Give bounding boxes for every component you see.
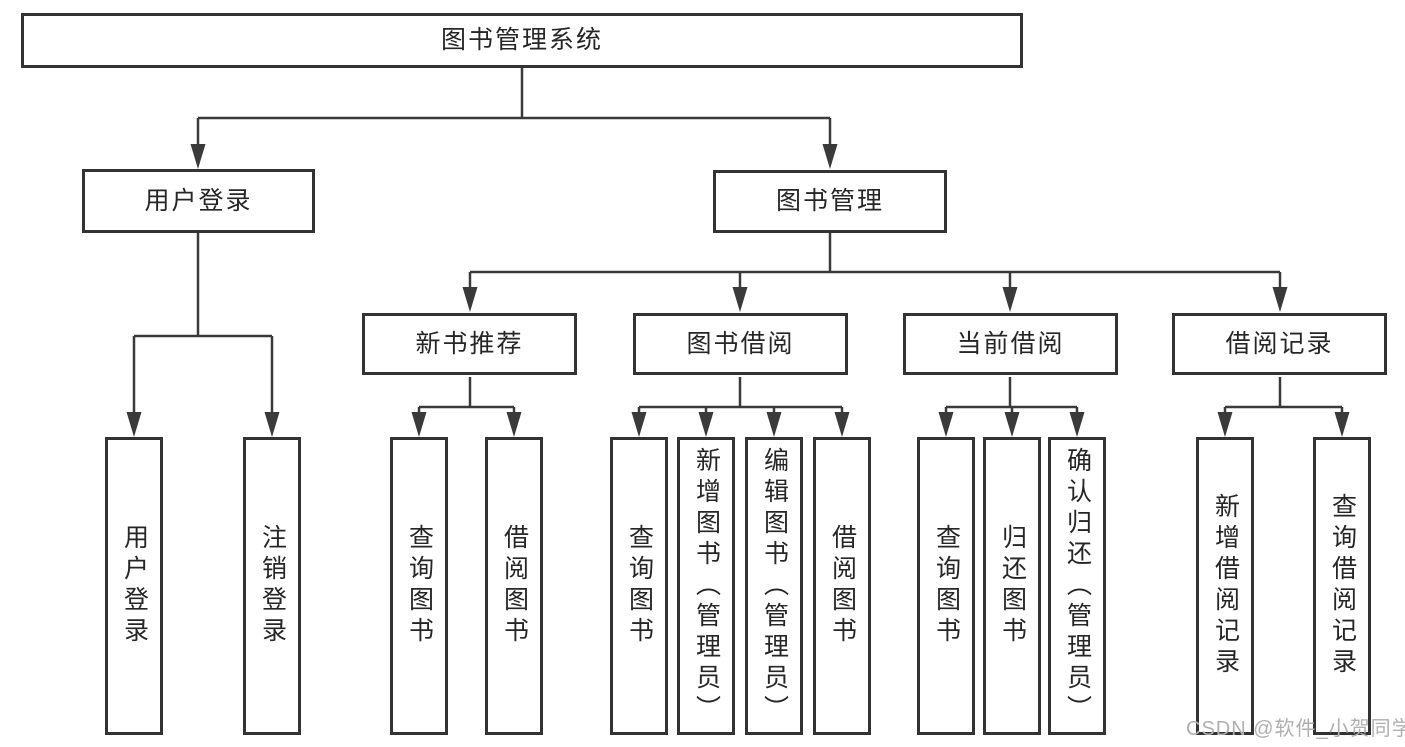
node-query-book-3: 查询图书 [917, 437, 975, 735]
node-current-borrow-label: 当前借阅 [956, 329, 1065, 358]
node-add-borrow-record: 新增借阅记录 [1196, 437, 1254, 735]
node-book-management-label: 图书管理 [775, 187, 884, 215]
node-borrow-book-1: 借阅图书 [485, 437, 543, 735]
csdn-watermark: CSDN @软件_小贺同学 [1186, 718, 1405, 740]
node-book-borrow-label: 图书借阅 [686, 329, 795, 358]
node-root-label: 图书管理系统 [440, 26, 603, 54]
node-confirm-return-label: 确认归还（管理员） [1063, 446, 1092, 726]
node-edit-book: 编辑图书（管理员） [745, 437, 803, 735]
node-add-borrow-record-label: 新增借阅记录 [1211, 493, 1240, 679]
node-user-login-leaf: 用户登录 [105, 437, 163, 735]
node-query-book-2-label: 查询图书 [625, 524, 654, 648]
node-user-login-leaf-label: 用户登录 [120, 524, 149, 648]
node-new-book-recommend-label: 新书推荐 [415, 329, 524, 358]
node-query-book-1: 查询图书 [390, 437, 448, 735]
node-book-borrow: 图书借阅 [633, 313, 848, 375]
node-query-book-2: 查询图书 [610, 437, 668, 735]
node-borrow-record-label: 借阅记录 [1225, 329, 1334, 358]
node-borrow-book-1-label: 借阅图书 [500, 524, 529, 648]
node-add-book-label: 新增图书（管理员） [692, 446, 721, 726]
node-new-book-recommend: 新书推荐 [362, 313, 577, 375]
node-current-borrow: 当前借阅 [903, 313, 1118, 375]
node-borrow-record: 借阅记录 [1172, 313, 1387, 375]
node-user-login-label: 用户登录 [144, 186, 253, 215]
node-borrow-book-2: 借阅图书 [813, 437, 871, 735]
node-edit-book-label: 编辑图书（管理员） [760, 446, 789, 726]
node-query-borrow-record-label: 查询借阅记录 [1328, 493, 1357, 679]
node-user-login: 用户登录 [82, 169, 315, 233]
node-logout-label: 注销登录 [258, 524, 287, 648]
node-query-borrow-record: 查询借阅记录 [1313, 437, 1371, 735]
node-confirm-return: 确认归还（管理员） [1048, 437, 1106, 735]
node-borrow-book-2-label: 借阅图书 [828, 524, 857, 648]
node-query-book-1-label: 查询图书 [405, 524, 434, 648]
node-add-book: 新增图书（管理员） [677, 437, 735, 735]
node-book-management: 图书管理 [713, 170, 947, 233]
node-logout: 注销登录 [243, 437, 301, 735]
node-root: 图书管理系统 [21, 13, 1023, 68]
node-query-book-3-label: 查询图书 [932, 524, 961, 648]
node-return-book: 归还图书 [983, 437, 1041, 735]
node-return-book-label: 归还图书 [998, 524, 1027, 648]
